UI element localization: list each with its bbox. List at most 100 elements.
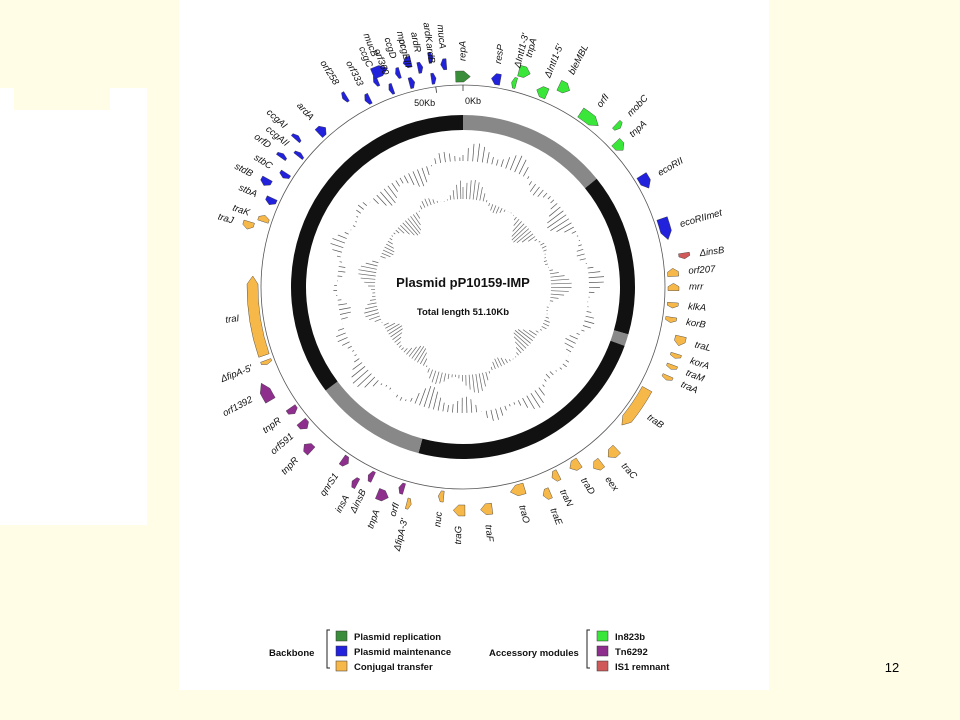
gc-skew-bar: [550, 290, 569, 292]
gc-skew-bar: [360, 265, 377, 270]
gc-skew-bar: [478, 373, 483, 391]
gc-skew-bar: [542, 323, 550, 327]
gc-content-bar: [354, 354, 357, 357]
gc-content-bar: [344, 232, 349, 235]
gc-skew-bar: [509, 359, 511, 362]
gene-arrow: [577, 107, 599, 126]
gc-skew-bar: [544, 263, 549, 266]
legend-backbone-bracket: [326, 629, 330, 669]
gc-content-bar: [538, 387, 545, 396]
gene-arrow: [285, 404, 298, 415]
legend-item-label: Conjugal transfer: [354, 662, 433, 673]
backbone-sector: [291, 114, 463, 391]
gc-skew-bar: [383, 322, 389, 326]
gc-skew-bar: [486, 199, 488, 203]
gene-arrow: [430, 72, 437, 85]
gc-content-bar: [405, 399, 407, 402]
gene-arrow: [351, 477, 361, 489]
legend-backbone-label: Backbone: [269, 648, 314, 659]
gc-content-bar: [496, 159, 499, 166]
gc-skew-bar: [490, 204, 494, 211]
gc-skew-bar: [515, 356, 517, 358]
gc-skew-bar: [365, 312, 379, 318]
gc-skew-bar: [513, 216, 517, 221]
gc-content-bar: [347, 345, 352, 349]
gc-skew-bar: [365, 262, 378, 267]
backbone-sector: [325, 381, 423, 454]
gc-content-bar: [338, 266, 346, 268]
gc-content-bar: [548, 206, 561, 217]
gene-label: tnpA: [365, 508, 382, 530]
legend-item-label: Plasmid maintenance: [354, 647, 451, 658]
gc-skew-bar: [412, 214, 421, 226]
gene-arrow: [452, 504, 466, 517]
gene-arrow: [293, 150, 305, 160]
gene-label: orf207: [688, 264, 716, 277]
gc-skew-bar: [513, 332, 529, 347]
gc-content-bar: [336, 332, 346, 338]
gene-label: repA: [458, 41, 469, 61]
gc-skew-bar: [389, 238, 393, 241]
gc-content-bar: [421, 167, 428, 183]
gc-skew-bar: [541, 326, 547, 330]
gene-arrow: [670, 351, 682, 359]
gc-skew-bar: [443, 373, 446, 382]
gc-skew-bar: [512, 221, 522, 232]
gc-content-bar: [528, 181, 532, 186]
gc-skew-bar: [540, 242, 545, 246]
gc-content-bar: [417, 169, 425, 187]
gene-arrow: [290, 133, 302, 144]
gc-skew-bar: [429, 369, 433, 379]
gc-content-bar: [337, 234, 347, 239]
gc-content-bar: [565, 338, 576, 344]
gc-skew-bar: [368, 315, 381, 321]
gc-content-bar: [332, 249, 342, 253]
gc-content-bar: [495, 408, 499, 420]
gc-skew-bar: [511, 223, 525, 237]
gene-label: traN: [557, 488, 575, 509]
gene-arrow: [666, 362, 678, 370]
gc-skew-bar: [482, 372, 486, 387]
gc-content-bar: [336, 255, 341, 258]
gc-skew-bar: [417, 348, 427, 363]
gene-label: ardR: [408, 31, 423, 53]
gc-skew-bar: [543, 249, 547, 252]
gc-skew-bar: [544, 319, 550, 323]
gc-skew-bar: [402, 222, 415, 236]
gc-skew-bar: [513, 218, 520, 226]
gene-arrow: [510, 482, 527, 497]
gc-skew-bar: [439, 372, 443, 384]
gc-content-bar: [447, 404, 449, 413]
gc-content-bar: [555, 370, 557, 372]
gc-skew-bar: [517, 329, 533, 341]
gc-content-bar: [513, 402, 516, 405]
gc-skew-bar: [420, 352, 427, 365]
gc-content-bar: [442, 402, 445, 412]
gc-skew-bar: [550, 293, 565, 296]
backbone-sector: [610, 330, 629, 346]
gc-content-bar: [477, 143, 480, 162]
gc-content-bar: [337, 337, 348, 343]
gc-content-bar: [587, 266, 594, 269]
gc-skew-bar: [387, 240, 393, 245]
gc-skew-bar: [382, 249, 394, 256]
gene-label: ΔfipA-5': [218, 362, 255, 385]
gc-skew-bar: [431, 370, 437, 383]
gene-label: traB: [645, 412, 666, 431]
gc-content-bar: [565, 359, 570, 363]
gc-content-bar: [547, 214, 567, 229]
gc-skew-bar: [386, 323, 400, 332]
gene-arrow: [612, 119, 623, 131]
side-panel-notch: [14, 88, 110, 110]
gene-arrow: [536, 86, 550, 100]
gc-content-bar: [352, 369, 369, 384]
gc-skew-bar: [452, 190, 455, 200]
gc-skew-bar: [435, 371, 440, 385]
gene-label: traC: [619, 461, 639, 482]
gc-content-bar: [581, 329, 585, 332]
gene-arrow: [607, 444, 621, 458]
gc-skew-bar: [391, 235, 394, 237]
gc-content-bar: [566, 348, 572, 353]
gene-arrow: [427, 52, 434, 64]
gc-skew-bar: [495, 206, 500, 214]
